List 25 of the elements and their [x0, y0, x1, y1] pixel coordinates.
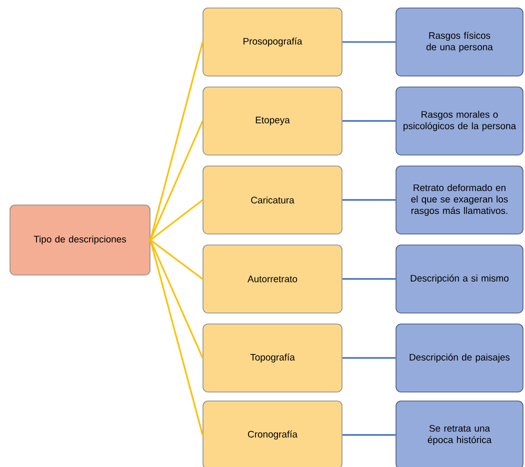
definition-box: Se retrata una época histórica [396, 400, 524, 467]
definition-box: Retrato deformado en el que se exageran los rasgos más llamativos. [396, 166, 524, 234]
definition-box: Rasgos morales o psicológicos de la persona [396, 86, 524, 156]
connector-line [150, 240, 204, 358]
connector-line [150, 199, 204, 241]
category-box: Etopeya [202, 86, 342, 156]
root-box: Tipo de descripciones [10, 204, 150, 276]
definition-box: Descripción a si mismo [396, 244, 524, 314]
definition-box: Descripción de paisajes [396, 324, 524, 392]
category-box: Topografía [202, 324, 342, 392]
connector-line [150, 239, 204, 280]
connector-line [342, 434, 396, 436]
connector-line [342, 41, 396, 43]
connector-line [342, 199, 396, 201]
connector-line [342, 120, 396, 122]
category-box: Caricatura [202, 166, 342, 234]
connector-line [342, 278, 396, 280]
category-box: Autorretrato [202, 244, 342, 314]
definition-box: Rasgos físicos de una persona [396, 8, 524, 76]
connector-line [150, 120, 204, 240]
connector-line [342, 357, 396, 359]
connector-line [150, 42, 204, 240]
category-box: Cronografía [202, 400, 342, 467]
category-box: Prosopografía [202, 8, 342, 76]
connector-line [150, 240, 204, 436]
